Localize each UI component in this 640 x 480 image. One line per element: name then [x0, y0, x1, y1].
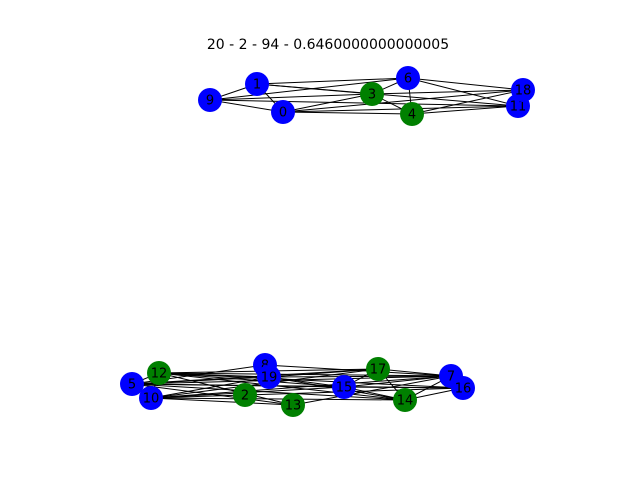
edge-7-17	[377, 368, 452, 377]
edges-layer	[131, 77, 524, 406]
node-label-2: 2	[241, 389, 249, 404]
node-16: 16	[451, 376, 475, 400]
edge-1-6	[256, 77, 409, 85]
node-label-16: 16	[455, 382, 472, 397]
node-circle-4	[400, 102, 424, 126]
node-label-19: 19	[261, 371, 278, 386]
node-circle-14	[393, 388, 417, 412]
edge-10-13	[150, 397, 294, 406]
node-circle-16	[451, 376, 475, 400]
node-label-11: 11	[510, 100, 527, 115]
node-circle-9	[198, 88, 222, 112]
node-circle-12	[147, 361, 171, 385]
node-label-9: 9	[206, 94, 214, 109]
node-6: 6	[396, 66, 420, 90]
edge-7-10	[150, 375, 452, 399]
node-circle-3	[360, 82, 384, 106]
node-label-17: 17	[370, 363, 387, 378]
node-circle-5	[120, 372, 144, 396]
node-5: 5	[120, 372, 144, 396]
node-15: 15	[332, 375, 356, 399]
node-label-5: 5	[128, 378, 136, 393]
edge-6-9	[209, 77, 409, 101]
edge-5-14	[131, 383, 406, 401]
edge-15-16	[343, 386, 464, 389]
edge-15-19	[268, 376, 345, 388]
node-18: 18	[511, 78, 535, 102]
node-3: 3	[360, 82, 384, 106]
edge-12-13	[158, 372, 294, 406]
edge-7-19	[268, 375, 452, 378]
edge-0-3	[282, 93, 373, 113]
edge-12-14	[158, 372, 406, 401]
node-17: 17	[366, 357, 390, 381]
nodes-layer: 013469111825781012131415161719	[120, 66, 535, 417]
node-label-10: 10	[143, 392, 160, 407]
edge-4-11	[411, 105, 519, 115]
edge-6-11	[407, 77, 519, 107]
edge-7-15	[343, 375, 452, 388]
node-circle-15	[332, 375, 356, 399]
node-label-14: 14	[397, 394, 414, 409]
node-label-4: 4	[408, 108, 416, 123]
node-circle-18	[511, 78, 535, 102]
node-circle-10	[139, 386, 163, 410]
node-circle-1	[245, 72, 269, 96]
edge-6-18	[407, 77, 524, 91]
edge-0-11	[282, 105, 519, 113]
edge-10-14	[150, 397, 406, 401]
node-13: 13	[281, 393, 305, 417]
node-label-12: 12	[151, 367, 168, 382]
edge-3-18	[371, 89, 524, 95]
node-label-1: 1	[253, 78, 261, 93]
edge-4-18	[411, 89, 524, 115]
edge-12-16	[158, 372, 464, 389]
node-label-6: 6	[404, 72, 412, 87]
node-4: 4	[400, 102, 424, 126]
node-circle-19	[257, 365, 281, 389]
node-label-0: 0	[279, 106, 287, 121]
node-12: 12	[147, 361, 171, 385]
edge-10-19	[150, 376, 270, 399]
node-0: 0	[271, 100, 295, 124]
figure-title: 20 - 2 - 94 - 0.6460000000000005	[207, 37, 449, 53]
node-label-15: 15	[336, 381, 353, 396]
node-circle-13	[281, 393, 305, 417]
edge-0-4	[282, 111, 413, 115]
node-9: 9	[198, 88, 222, 112]
node-1: 1	[245, 72, 269, 96]
node-label-7: 7	[447, 370, 455, 385]
node-label-3: 3	[368, 88, 376, 103]
node-19: 19	[257, 365, 281, 389]
edge-0-9	[209, 99, 284, 113]
node-10: 10	[139, 386, 163, 410]
node-circle-2	[233, 383, 257, 407]
edge-1-11	[256, 83, 519, 107]
node-2: 2	[233, 383, 257, 407]
node-14: 14	[393, 388, 417, 412]
edge-3-9	[209, 93, 373, 101]
node-circle-0	[271, 100, 295, 124]
node-label-18: 18	[515, 84, 532, 99]
node-circle-6	[396, 66, 420, 90]
edge-17-19	[268, 368, 379, 378]
edge-0-18	[282, 89, 524, 113]
node-circle-17	[366, 357, 390, 381]
edge-9-11	[209, 99, 519, 107]
edge-12-19	[158, 372, 270, 378]
node-label-13: 13	[285, 399, 302, 414]
